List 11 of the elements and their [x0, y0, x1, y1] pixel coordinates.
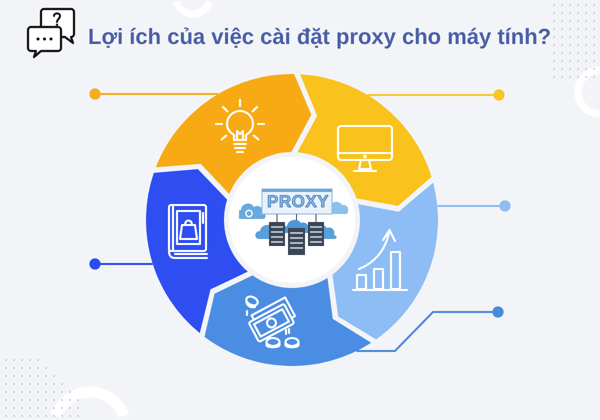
arrow-segment	[332, 182, 438, 340]
leader-line	[89, 258, 153, 270]
leader-line	[356, 306, 504, 352]
arrow-segment	[146, 169, 248, 334]
arrow-segment	[204, 275, 372, 366]
arrow-segment	[155, 74, 312, 194]
leader-line	[367, 89, 505, 101]
leader-line	[437, 200, 511, 212]
center-label: PROXY	[267, 192, 330, 211]
leader-line	[89, 88, 218, 100]
title: Lợi ích của việc cài đặt proxy cho máy tính?	[88, 24, 552, 50]
